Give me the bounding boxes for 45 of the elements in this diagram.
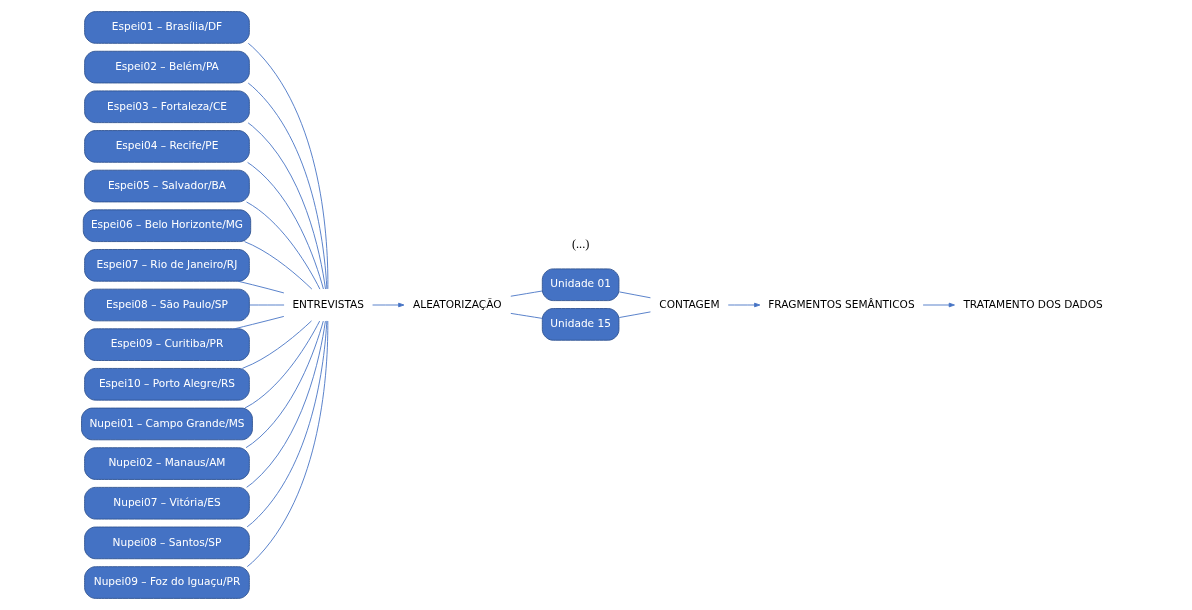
connector [509,312,543,319]
connector [241,320,312,369]
connector [233,315,284,330]
node-box: Nupei09 – Foz do Iguaçu/PR [83,566,250,599]
node-box: Espei04 – Recife/PE [83,130,250,163]
node-box: Unidade 15 [541,308,619,341]
connector [246,162,324,290]
connector [247,42,328,290]
node-box: Espei07 – Rio de Janeiro/RJ [83,249,250,282]
node-box: Espei01 – Brasília/DF [83,11,250,44]
node-box: Espei05 – Salvador/BA [83,169,250,203]
arrow [922,302,955,308]
node-box: Espei03 – Fortaleza/CE [83,90,250,124]
node-text: TRATAMENTO DOS DADOS [962,297,1103,310]
connector [246,320,328,568]
node-box: Espei10 – Porto Alegre/RS [83,368,250,401]
node-box: Espei08 – São Paulo/SP [83,288,250,322]
connector [248,304,285,306]
connector [246,320,327,528]
connector [245,320,324,449]
connector [245,320,326,488]
node-box: Espei02 – Belém/PA [83,50,250,84]
node-box: Nupei08 – Santos/SP [83,526,250,560]
connector [244,320,320,409]
connector [618,311,651,318]
node-box: Nupei07 – Vitória/ES [83,486,250,520]
node-text: FRAGMENTOS SEMÂNTICOS [767,297,915,310]
arrow [727,302,760,308]
node-box: Nupei02 – Manaus/AM [83,447,250,480]
node-box: Unidade 01 [541,268,619,302]
node-text: ENTREVISTAS [291,297,364,310]
connector [247,82,327,290]
node-box: Espei09 – Curitiba/PR [83,328,250,361]
node-box: Nupei01 – Campo Grande/MS [80,407,253,441]
connector [509,290,543,297]
node-box: Espei06 – Belo Horizonte/MG [82,209,251,242]
label: (...) [571,237,589,252]
node-text: ALEATORIZAÇÃO [412,297,501,310]
arrow [371,302,404,308]
connector [618,291,651,299]
connector [247,122,326,290]
connector [237,280,284,294]
node-text: CONTAGEM [658,297,720,310]
connector [243,241,312,290]
connector [245,201,320,290]
